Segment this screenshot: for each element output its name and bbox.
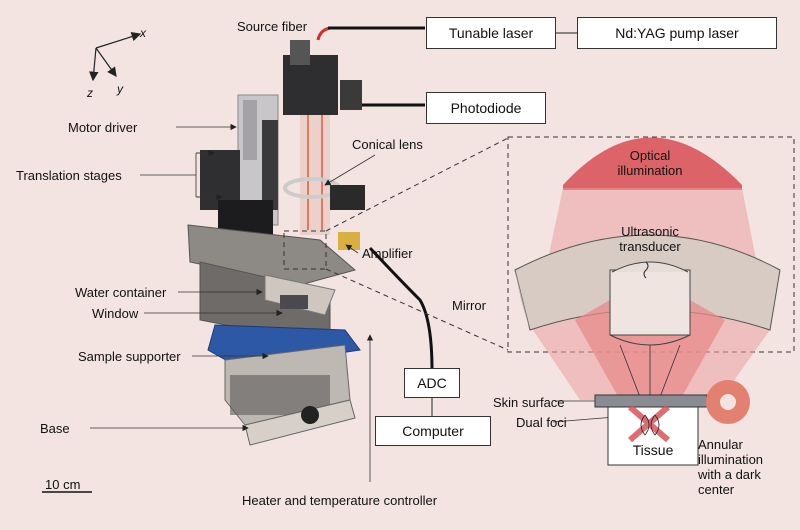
- computer-box: Computer: [375, 416, 491, 446]
- optical-illumination-source: [563, 137, 742, 190]
- skin-surface-layer: [594, 394, 708, 408]
- inset: [514, 137, 781, 411]
- tissue-label: Tissue: [632, 442, 674, 458]
- optical-line-2: illumination: [617, 163, 683, 178]
- window-label: Window: [92, 306, 139, 321]
- sample-supporter-label: Sample supporter: [78, 349, 181, 364]
- source-fiber-label: Source fiber: [237, 19, 308, 34]
- annular-line-4: center: [698, 482, 735, 497]
- scale-bar-label: 10 cm: [45, 477, 81, 492]
- dual-foci-label: Dual foci: [516, 415, 567, 430]
- pump-laser-box: Nd:YAG pump laser: [577, 17, 777, 49]
- water-container-label: Water container: [75, 285, 167, 300]
- annular-illumination-label: Annular illumination with a dark center: [698, 437, 763, 497]
- amplifier-label: Amplifier: [362, 246, 413, 261]
- transducer-body: [609, 269, 691, 336]
- axis-x-label: x: [140, 26, 146, 40]
- base-label: Base: [40, 421, 70, 436]
- ultrasonic-transducer-label: Ultrasonic transducer: [600, 225, 700, 253]
- mirror-label: Mirror: [452, 298, 486, 313]
- annular-line-2: illumination: [698, 452, 764, 467]
- optical-line-1: Optical: [629, 148, 671, 163]
- ultrasonic-line-1: Ultrasonic: [621, 224, 679, 239]
- device-photo: [187, 26, 434, 446]
- heater-label: Heater and temperature controller: [242, 493, 438, 508]
- axis-y-label: y: [117, 82, 123, 96]
- tunable-laser-box: Tunable laser: [426, 17, 556, 49]
- conical-lens-label: Conical lens: [352, 137, 423, 152]
- photodiode-box: Photodiode: [426, 92, 546, 124]
- motor-driver-label: Motor driver: [68, 120, 138, 135]
- ultrasonic-line-2: transducer: [619, 239, 681, 254]
- axes-triad: [89, 31, 142, 82]
- annular-line-1: Annular: [698, 437, 743, 452]
- annular-line-3: with a dark: [698, 467, 761, 482]
- axis-z-label: z: [87, 86, 93, 100]
- optical-illumination-label: Optical illumination: [600, 149, 700, 177]
- skin-surface-label: Skin surface: [493, 395, 565, 410]
- adc-box: ADC: [404, 368, 460, 398]
- translation-stages-label: Translation stages: [16, 168, 122, 183]
